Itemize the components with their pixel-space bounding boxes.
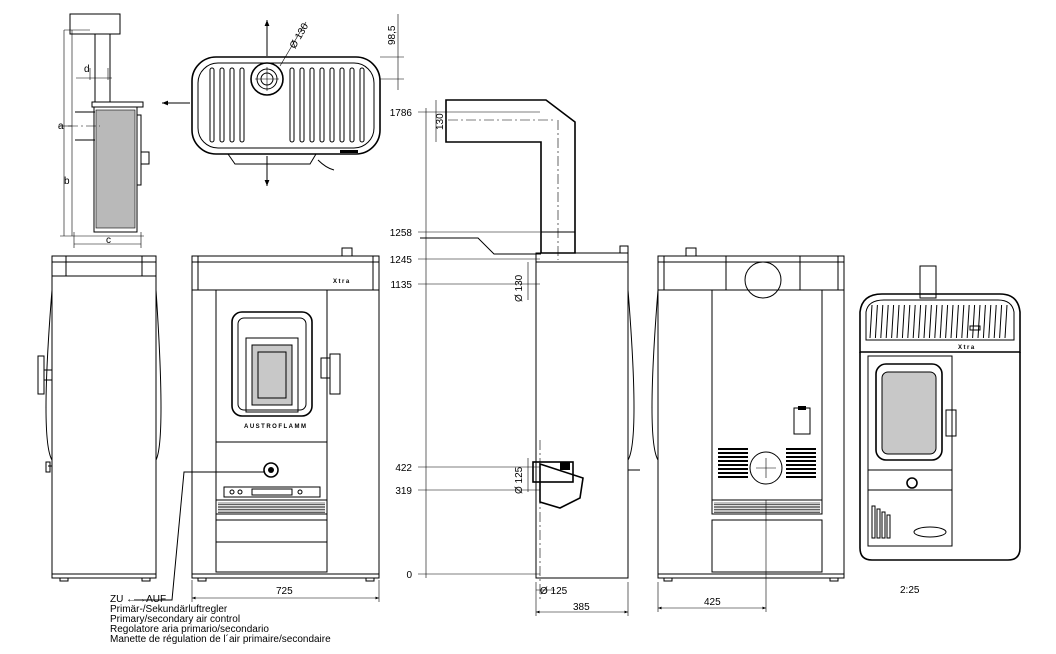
vent-slot	[718, 468, 748, 470]
vent-slot	[786, 468, 816, 470]
top-slot	[329, 67, 335, 143]
vent-slot	[786, 448, 816, 450]
vent-slot	[786, 464, 816, 466]
control-line-it: Regolatore aria primario/secondario	[110, 624, 269, 635]
persp-slot	[907, 304, 911, 339]
dim-c-label: c	[106, 235, 111, 246]
top-pipe-dia-label: Ø 130	[288, 21, 311, 50]
top-view: Ø 130 98,5	[162, 14, 404, 186]
section-inlet-dia-label: Ø 125	[514, 466, 525, 494]
persp-slot	[885, 304, 889, 339]
left-side-view	[37, 255, 162, 582]
height-tick-label: 1245	[390, 255, 413, 266]
log	[871, 505, 876, 539]
top-slot	[239, 67, 245, 143]
vent-slot	[718, 464, 748, 466]
persp-slot	[918, 304, 922, 339]
vent-slot	[718, 456, 748, 458]
vent-slot	[786, 460, 816, 462]
front-door-brand: AUSTROFLAMM	[244, 424, 308, 430]
persp-slot	[988, 304, 992, 339]
persp-slot	[939, 304, 943, 339]
front-brand-label: Xtra	[333, 279, 351, 285]
persp-slot	[993, 304, 997, 339]
log	[876, 508, 881, 539]
section-flue-dia-label: Ø 130	[514, 274, 525, 302]
control-toggle-label: ZU ←→AUF	[110, 594, 167, 605]
log	[881, 511, 886, 539]
height-tick-label: 0	[406, 570, 412, 581]
top-slot	[309, 67, 315, 143]
persp-slot	[912, 304, 916, 339]
vent-slot	[718, 448, 748, 450]
side-section-view: a b c d	[58, 13, 150, 248]
back-view: 425	[630, 247, 845, 612]
control-line-fr: Manette de régulation de l´air primaire/…	[110, 634, 331, 645]
front-view: Xtra AUSTROFLAMM 725	[134, 247, 380, 602]
height-tick-label: 1135	[390, 280, 412, 291]
persp-slot	[966, 304, 970, 339]
height-tick-label: 422	[395, 463, 412, 474]
section-depth-label: 385	[573, 602, 590, 613]
persp-slot	[950, 304, 954, 339]
persp-slot	[869, 304, 873, 339]
section-bottom-dia-label: Ø 125	[540, 586, 568, 597]
perspective-view: Xtra 2:25	[859, 265, 1021, 596]
dim-a-label: a	[58, 121, 64, 132]
persp-slot	[999, 304, 1003, 339]
control-line-de: Primär-/Sekundärluftregler	[110, 604, 228, 615]
vent-slot	[786, 452, 816, 454]
persp-slot	[928, 304, 932, 339]
vent-slot	[718, 452, 748, 454]
vent-slot	[718, 460, 748, 462]
top-slot	[289, 67, 295, 143]
scale-label: 2:25	[900, 585, 920, 596]
top-slot	[219, 67, 225, 143]
section-pipe-height-label: 130	[435, 113, 446, 130]
top-slot	[229, 67, 235, 143]
vent-slot	[786, 472, 816, 474]
front-width-label: 725	[276, 586, 293, 597]
height-tick-label: 1258	[390, 228, 413, 239]
persp-slot	[955, 304, 959, 339]
top-offset-label: 98,5	[387, 25, 398, 45]
persp-slot	[923, 304, 927, 339]
persp-slot	[891, 304, 895, 339]
height-tick-label: 319	[395, 486, 412, 497]
persp-slot	[874, 304, 878, 339]
dim-b-label: b	[64, 176, 70, 187]
top-slot	[209, 67, 215, 143]
persp-slot	[1004, 304, 1008, 339]
air-control-label: ZU ←→AUF Primär-/Sekundärluftregler Prim…	[110, 595, 331, 645]
persp-slot	[972, 304, 976, 339]
back-width-label: 425	[704, 597, 721, 608]
control-line-en: Primary/secondary air control	[110, 614, 241, 625]
persp-brand-label: Xtra	[958, 345, 976, 351]
persp-slot	[934, 304, 938, 339]
persp-slot	[982, 304, 986, 339]
persp-slot	[896, 304, 900, 339]
persp-slot	[880, 304, 884, 339]
vent-slot	[786, 476, 816, 478]
dim-d-label: d	[84, 64, 90, 75]
top-slot	[359, 67, 365, 143]
top-slot	[299, 67, 305, 143]
vent-slot	[718, 472, 748, 474]
log	[886, 514, 891, 539]
vent-slot	[786, 456, 816, 458]
top-slot	[319, 67, 325, 143]
persp-slot	[901, 304, 905, 339]
top-slot	[339, 67, 345, 143]
top-slot	[349, 67, 355, 143]
height-tick-label: 1786	[390, 108, 413, 119]
persp-slot	[977, 304, 981, 339]
vent-slot	[718, 476, 748, 478]
persp-slot	[945, 304, 949, 339]
persp-slot	[961, 304, 965, 339]
